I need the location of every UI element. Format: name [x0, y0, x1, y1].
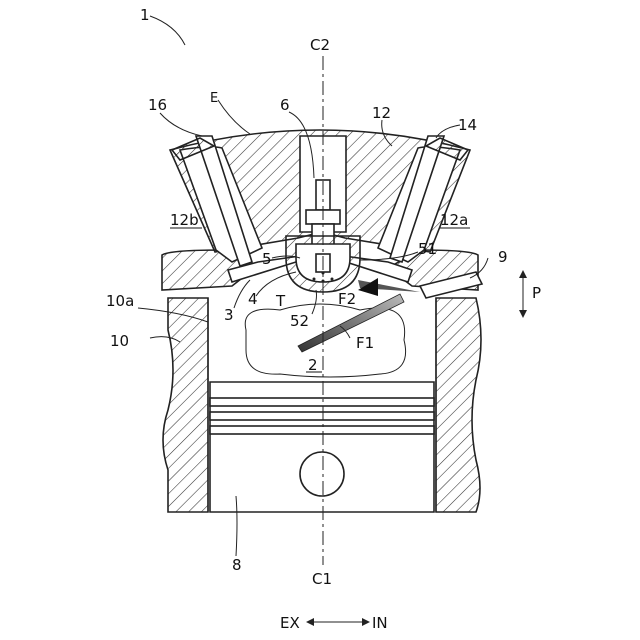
- leader-52: [312, 290, 317, 314]
- prechamber-hole: [331, 278, 334, 281]
- piston-pin: [300, 452, 344, 496]
- leader-exhaust-valve: [160, 113, 202, 136]
- label-3: 3: [224, 306, 234, 324]
- label-in: IN: [372, 614, 388, 632]
- label-51: 51: [418, 240, 437, 258]
- leader-device: [150, 16, 185, 45]
- label-exhaust-valve: 16: [148, 96, 167, 114]
- piston-ring: [210, 398, 434, 406]
- prechamber-hole: [313, 278, 316, 281]
- piston-ring: [210, 412, 434, 420]
- label-piston: 8: [232, 556, 242, 574]
- p-arrow-down-icon: [519, 310, 527, 318]
- piston-ring: [210, 426, 434, 434]
- label-axis-top: C2: [310, 36, 330, 54]
- label-injector: 9: [498, 248, 508, 266]
- in-arrow-icon: [362, 618, 370, 626]
- label-spark-plug: 6: [280, 96, 290, 114]
- label-f1: F1: [356, 334, 374, 352]
- label-block: 10: [110, 332, 129, 350]
- label-52: 52: [290, 312, 309, 330]
- label-ex: EX: [280, 614, 300, 632]
- ex-arrow-icon: [306, 618, 314, 626]
- p-arrow-up-icon: [519, 270, 527, 278]
- label-device: 1: [140, 6, 150, 24]
- label-intake-port: 12a: [440, 211, 468, 229]
- leader-e: [218, 100, 250, 134]
- label-exhaust-port: 12b: [170, 211, 199, 229]
- label-wall-a: 10a: [106, 292, 134, 310]
- label-4: 4: [248, 290, 258, 308]
- label-head: 12: [372, 104, 391, 122]
- cylinder-wall-right: [436, 298, 481, 512]
- label-axis-bottom: C1: [312, 570, 332, 588]
- label-5: 5: [262, 250, 272, 268]
- label-e: E: [210, 91, 218, 106]
- label-chamber: 2: [308, 356, 318, 374]
- label-p: P: [532, 284, 541, 302]
- label-t: T: [275, 292, 286, 310]
- leader-piston: [236, 496, 237, 556]
- cylinder-wall-left: [163, 298, 208, 512]
- label-f2: F2: [338, 290, 356, 308]
- label-intake-valve: 14: [458, 116, 477, 134]
